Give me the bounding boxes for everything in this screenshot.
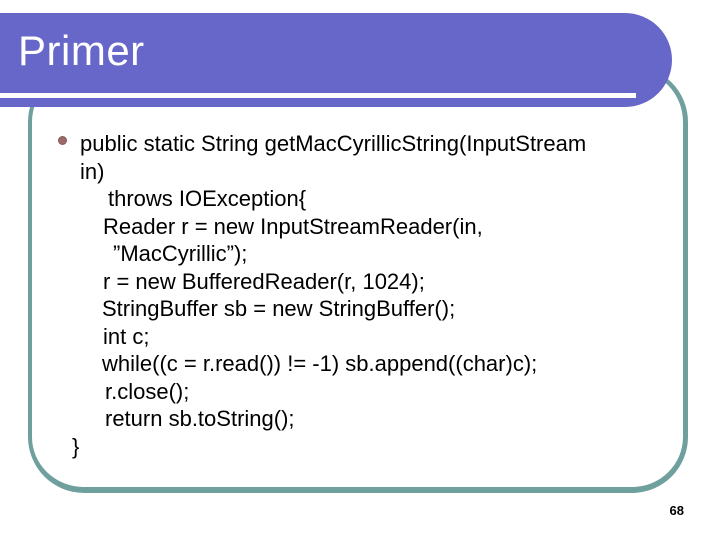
- slide-title: Primer: [18, 27, 145, 74]
- code-line: StringBuffer sb = new StringBuffer();: [102, 296, 456, 321]
- title-banner: [0, 13, 672, 107]
- code-line: r.close();: [105, 378, 190, 404]
- code-line: throws IOException{: [108, 186, 307, 211]
- code-line: Reader r = new InputStreamReader(in,: [103, 213, 483, 239]
- code-line: }: [72, 433, 80, 459]
- code-line: ”MacCyrillic”);: [113, 241, 248, 266]
- bullet-icon: [58, 136, 67, 145]
- code-line: while((c = r.read()) != -1) sb.append((c…: [102, 351, 538, 376]
- code-line: in): [80, 158, 105, 184]
- banner-underline: [0, 93, 636, 98]
- code-line: public static String getMacCyrillicStrin…: [80, 131, 587, 156]
- code-line: return sb.toString();: [105, 406, 295, 431]
- code-line: int c;: [103, 323, 150, 349]
- slide-content-frame: [28, 66, 688, 493]
- page-number: 68: [669, 503, 684, 518]
- code-block: public static String getMacCyrillicStrin…: [72, 130, 587, 460]
- code-line: r = new BufferedReader(r, 1024);: [103, 268, 425, 294]
